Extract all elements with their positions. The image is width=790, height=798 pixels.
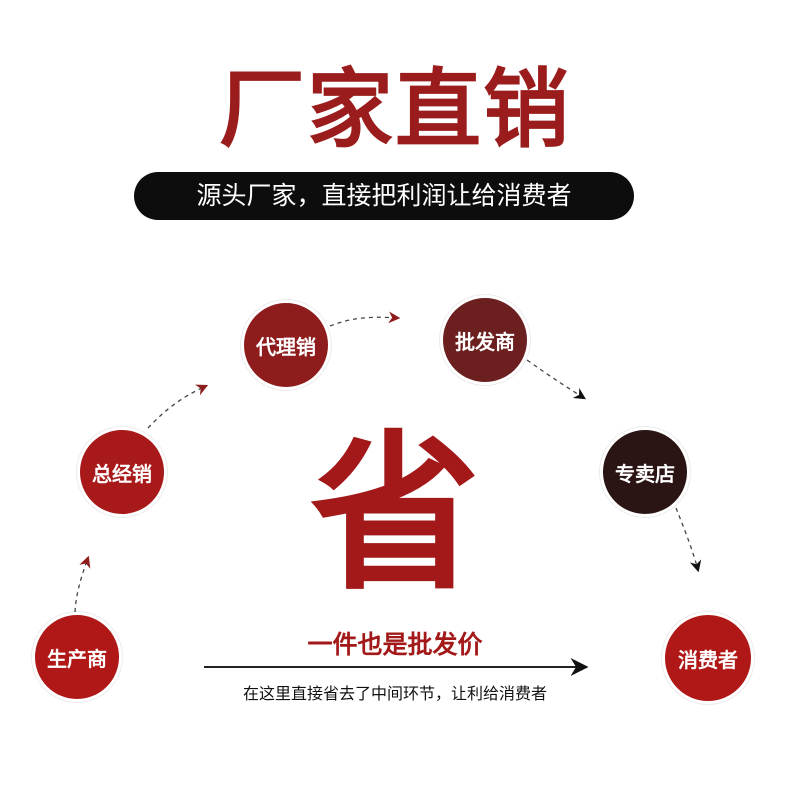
slogan: 一件也是批发价 <box>307 630 483 659</box>
connector-2 <box>147 384 209 429</box>
node-label: 生产商 <box>47 646 107 671</box>
node-label: 批发商 <box>455 329 515 354</box>
node-consumer: 消费者 <box>662 612 754 704</box>
connector-4 <box>526 359 586 400</box>
connector-1 <box>74 555 91 613</box>
node-wholesaler: 批发商 <box>440 295 530 385</box>
node-label: 代理销 <box>256 334 316 359</box>
subtitle-text: 源头厂家，直接把利润让给消费者 <box>196 181 572 210</box>
node-agent: 代理销 <box>241 300 331 390</box>
caption: 在这里直接省去了中间环节，让利给消费者 <box>242 684 547 703</box>
node-producer: 生产商 <box>32 612 122 702</box>
subtitle-banner: 源头厂家，直接把利润让给消费者 <box>134 172 634 220</box>
node-label: 总经销 <box>92 461 152 486</box>
connector-3 <box>329 311 401 327</box>
node-store: 专卖店 <box>600 427 690 517</box>
page-title: 厂家直销 <box>219 60 571 160</box>
connector-5 <box>675 507 702 573</box>
node-label: 专卖店 <box>615 461 675 486</box>
node-general-distributor: 总经销 <box>77 427 167 517</box>
node-label: 消费者 <box>678 647 738 672</box>
save-character: 省 <box>309 416 480 614</box>
